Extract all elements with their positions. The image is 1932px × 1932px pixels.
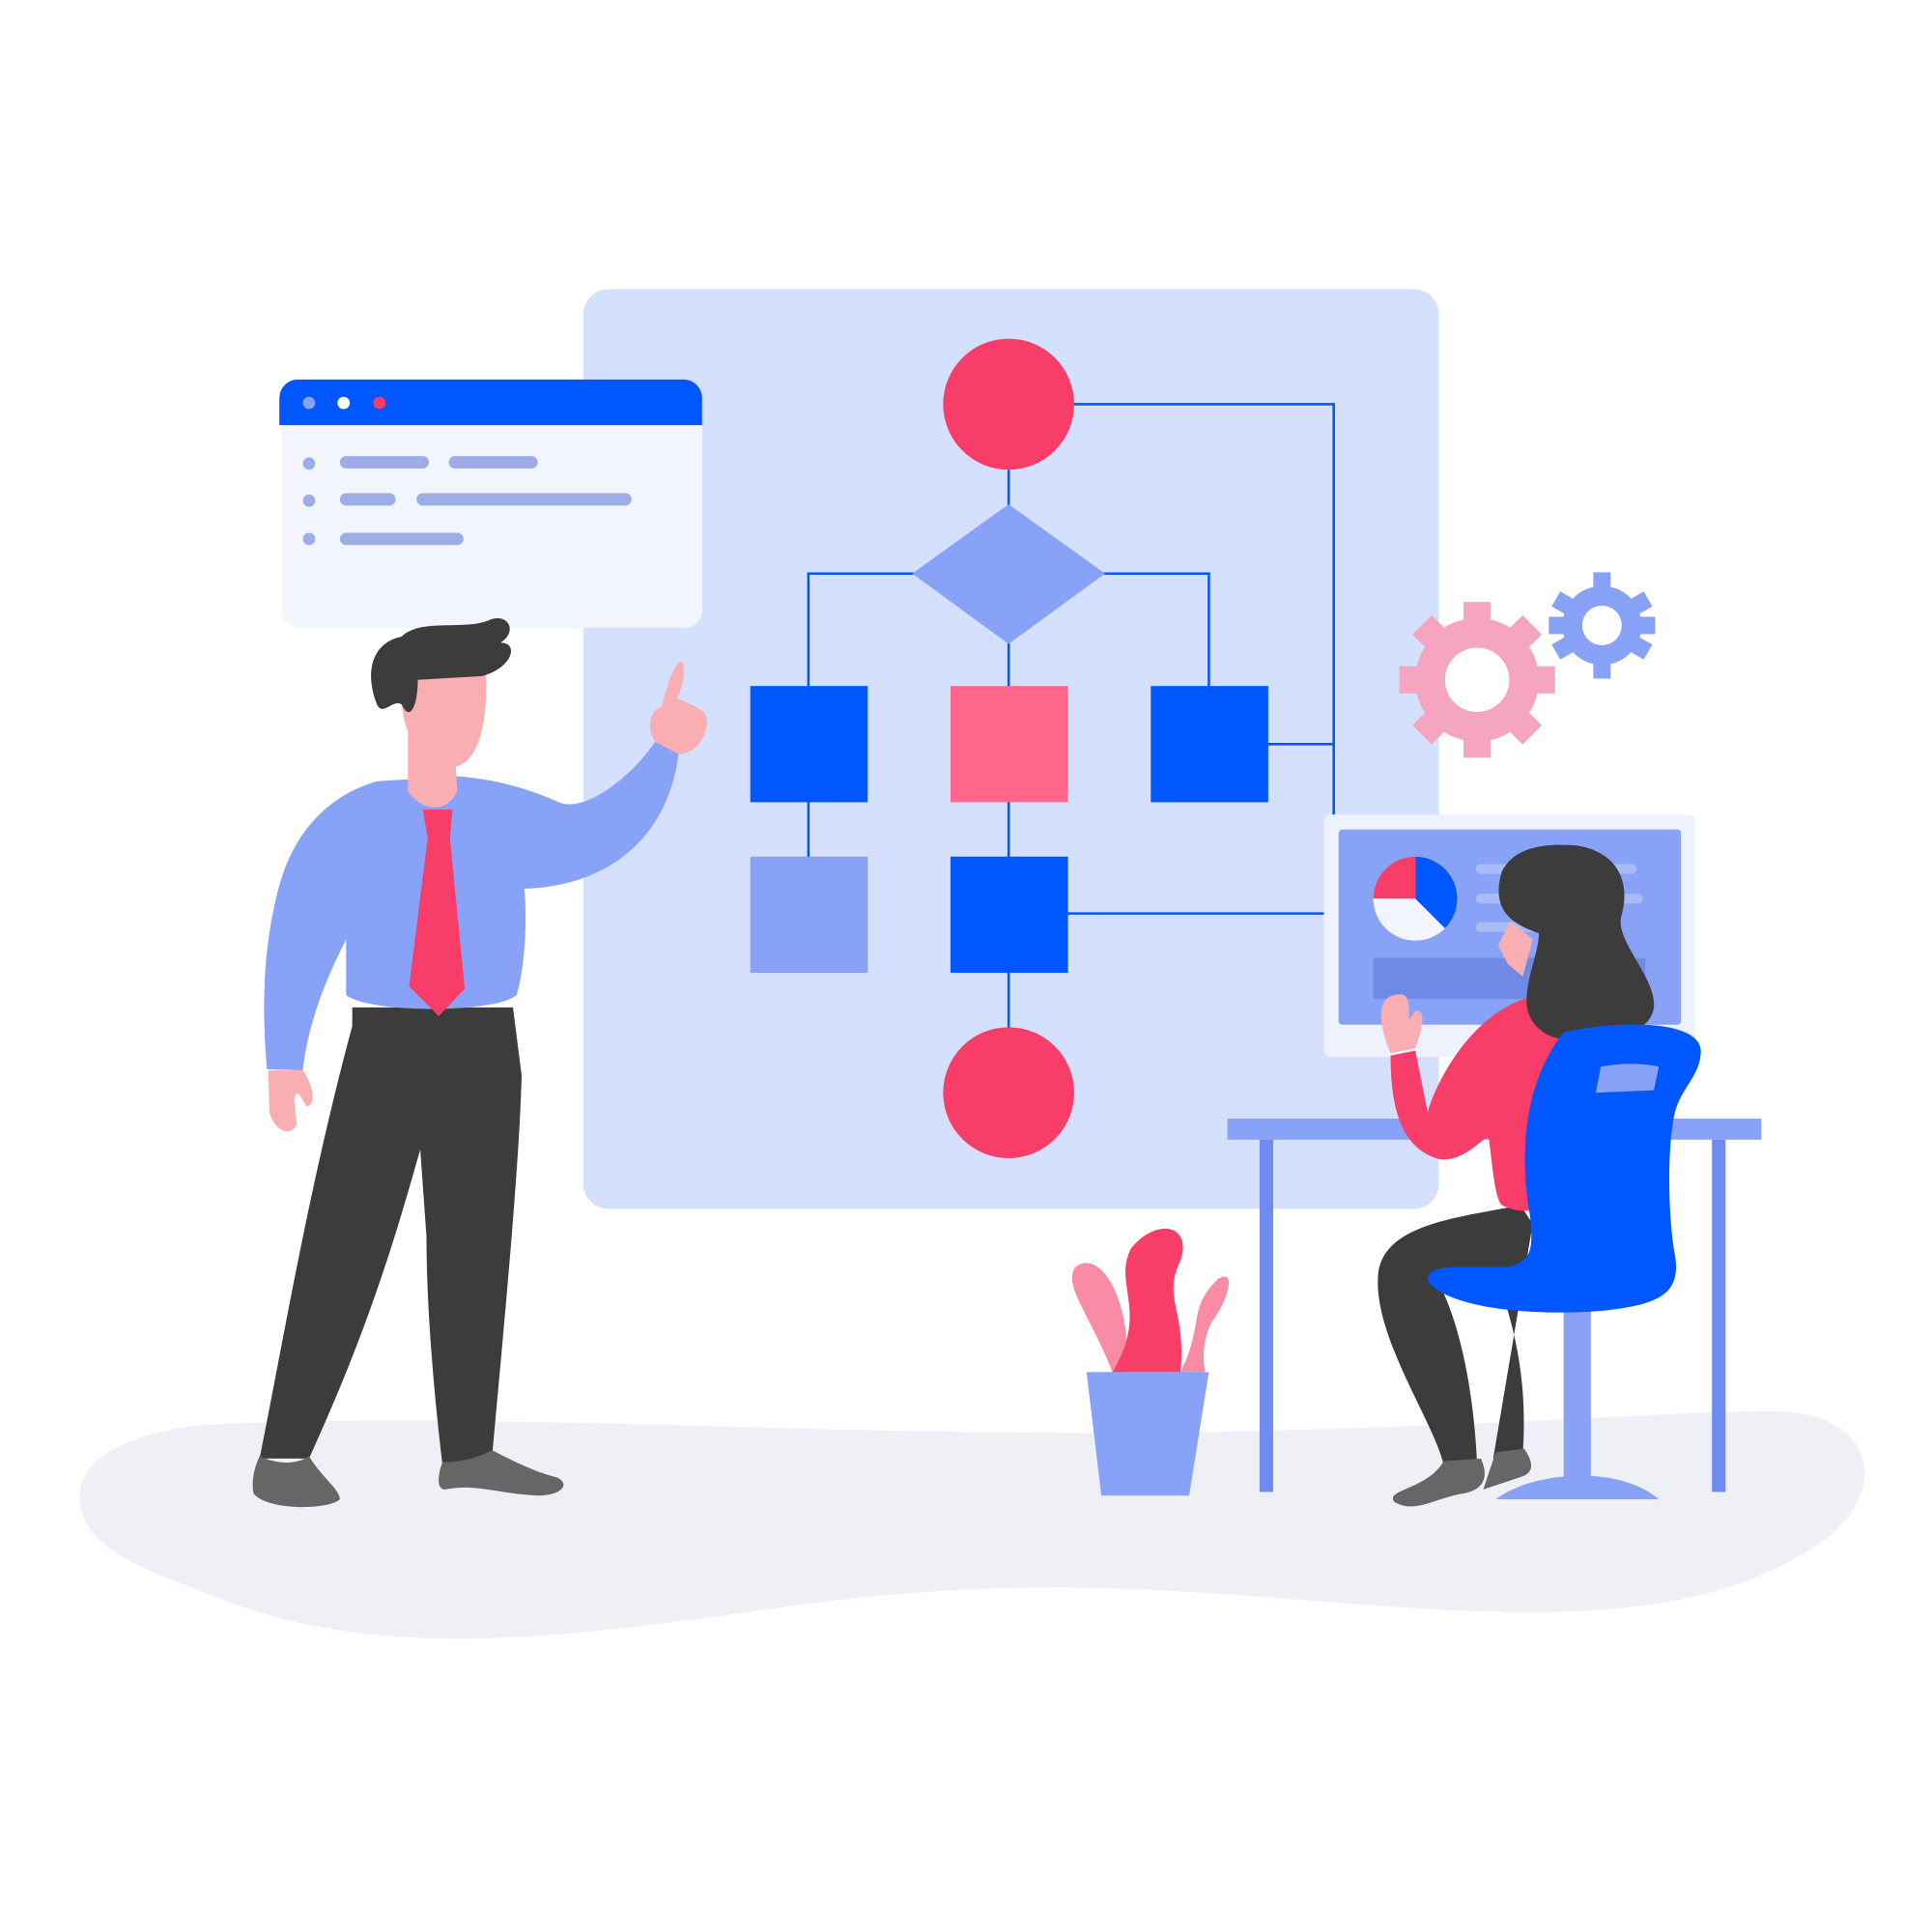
flowchart-decision-node [912,504,1105,644]
seated-woman [1378,844,1655,1507]
gear-icon [1399,602,1555,758]
flowchart-process-center [951,686,1068,803]
flowchart-connectors [807,403,1335,1032]
flowchart-process-lower-center [951,856,1068,974]
pie-chart-icon [1373,856,1458,941]
office-chair [1428,1024,1701,1500]
flowchart-end-node [943,1027,1074,1158]
flowchart-process-left [750,686,868,803]
ground-shadow [79,1411,1865,1639]
flowchart-process-right [1151,686,1268,803]
presenter-man [252,618,707,1508]
gear-icon [1548,572,1656,679]
plant-icon [1071,1228,1229,1496]
flowchart-start-node [943,338,1074,470]
browser-window-icon [279,379,702,629]
flowchart-process-lower-left [750,856,868,974]
